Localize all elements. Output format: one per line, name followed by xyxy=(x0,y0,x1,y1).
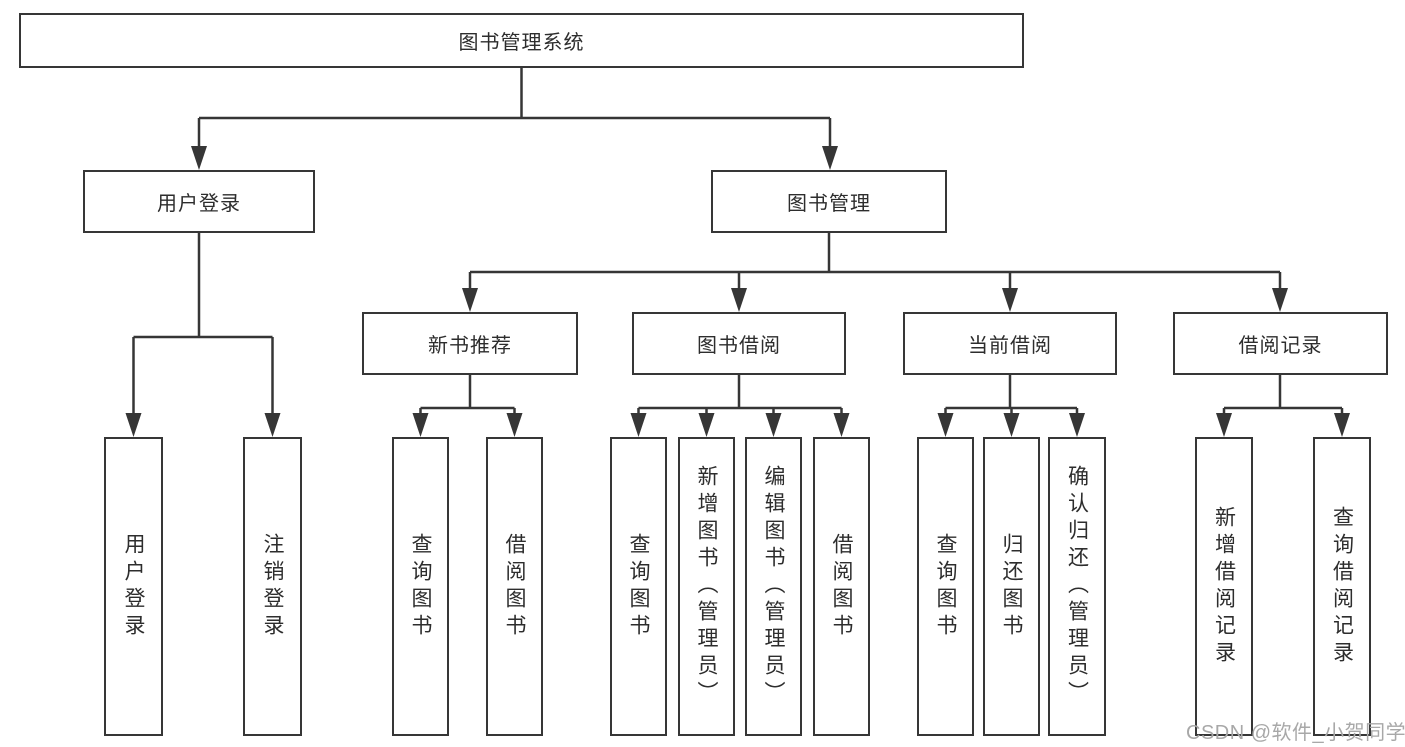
arrowhead-borrow-borrow xyxy=(833,413,850,437)
arrowhead-newbook xyxy=(462,288,478,312)
leaf-borrow-add-books-admin: 新增图书（管理员） xyxy=(678,437,735,736)
arrowhead-login-leaf xyxy=(125,413,142,437)
arrowhead-records xyxy=(1272,288,1288,312)
node-new-book-recommend: 新书推荐 xyxy=(362,312,578,375)
node-user-login: 用户登录 xyxy=(83,170,315,233)
arrowhead-records-query xyxy=(1334,413,1350,437)
arrowhead-current-query xyxy=(937,413,954,437)
leaf-records-add-record: 新增借阅记录 xyxy=(1195,437,1253,736)
node-book-management: 图书管理 xyxy=(711,170,947,233)
leaf-borrow-edit-books-admin: 编辑图书（管理员） xyxy=(745,437,802,736)
arrowhead-records-add xyxy=(1216,413,1232,437)
csdn-watermark: CSDN @软件_小贺同学 xyxy=(1186,722,1405,744)
leaf-newbook-borrow-books: 借阅图书 xyxy=(486,437,543,736)
leaf-logout: 注销登录 xyxy=(243,437,302,736)
node-book-borrowing: 图书借阅 xyxy=(632,312,846,375)
arrowhead-user-login xyxy=(191,146,207,170)
arrowhead-current xyxy=(1002,288,1018,312)
node-system-root: 图书管理系统 xyxy=(19,13,1024,68)
node-current-borrowing: 当前借阅 xyxy=(903,312,1117,375)
arrowhead-current-return xyxy=(1003,413,1020,437)
leaf-borrow-query-books: 查询图书 xyxy=(610,437,667,736)
arrowhead-newbook-query xyxy=(412,413,429,437)
arrowhead-logout-leaf xyxy=(264,413,281,437)
leaf-current-return-books: 归还图书 xyxy=(983,437,1040,736)
leaf-records-query-record: 查询借阅记录 xyxy=(1313,437,1371,736)
arrowhead-borrow xyxy=(731,288,747,312)
arrowhead-borrow-add xyxy=(698,413,715,437)
arrowhead-book-mgmt xyxy=(822,146,838,170)
arrowhead-borrow-query xyxy=(630,413,647,437)
arrowhead-newbook-borrow xyxy=(506,413,523,437)
leaf-current-query-books: 查询图书 xyxy=(917,437,974,736)
node-borrow-records: 借阅记录 xyxy=(1173,312,1388,375)
arrowhead-current-confirm xyxy=(1069,413,1085,437)
leaf-newbook-query-books: 查询图书 xyxy=(392,437,449,736)
leaf-borrow-borrow-books: 借阅图书 xyxy=(813,437,870,736)
arrowhead-borrow-edit xyxy=(765,413,782,437)
leaf-current-confirm-return-admin: 确认归还（管理员） xyxy=(1048,437,1106,736)
leaf-user-login: 用户登录 xyxy=(104,437,163,736)
